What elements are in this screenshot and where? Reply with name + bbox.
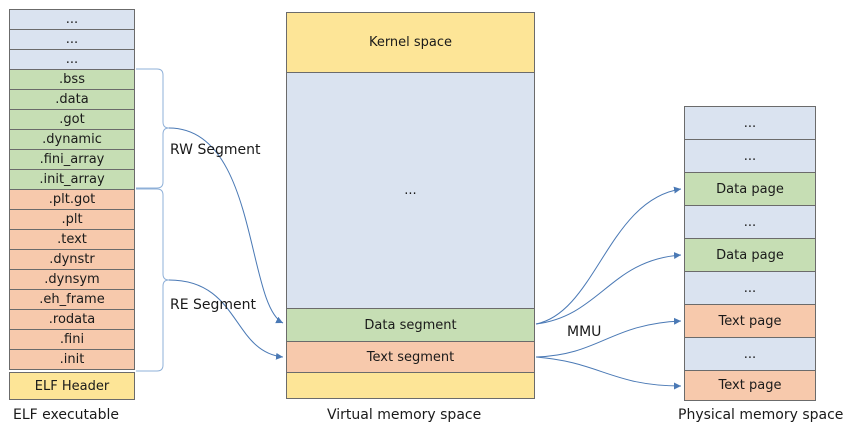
data-segment-to-data-page-2-arrow [535, 252, 682, 325]
re-segment-label: RE Segment [170, 297, 257, 313]
physical-page-ellipsis: ... [684, 271, 816, 305]
elf-executable-caption: ELF executable [13, 407, 120, 423]
virtual-memory-caption: Virtual memory space [327, 407, 482, 423]
elf-header: ELF Header [9, 372, 135, 400]
rw-to-data-segment-arrow [168, 127, 284, 324]
virtual-bottom-block [286, 372, 535, 399]
data-segment-to-data-page-1-arrow [535, 186, 682, 325]
rw-segment-brace [136, 68, 170, 189]
rw-segment-label: RW Segment [170, 142, 261, 158]
mmu-label: MMU [567, 324, 602, 340]
elf-section-dynstr: .dynstr [9, 249, 135, 270]
physical-text-page: Text page [684, 370, 816, 401]
elf-section-fini-array: .fini_array [9, 149, 135, 170]
text-segment-to-text-page-2-arrow [535, 356, 682, 390]
data-segment-block: Data segment [286, 308, 535, 342]
elf-section-init: .init [9, 349, 135, 370]
text-segment-to-text-page-1-arrow [535, 317, 682, 358]
virtual-unmapped-block: ... [286, 72, 535, 309]
elf-section-eh-frame: .eh_frame [9, 289, 135, 310]
physical-page-ellipsis: ... [684, 337, 816, 371]
physical-page-ellipsis: ... [684, 106, 816, 140]
re-to-text-segment-arrow [168, 279, 284, 360]
physical-memory-caption: Physical memory space [678, 407, 844, 423]
elf-section-ellipsis: ... [9, 49, 135, 70]
re-segment-brace [136, 188, 170, 372]
elf-section-got: .got [9, 109, 135, 130]
